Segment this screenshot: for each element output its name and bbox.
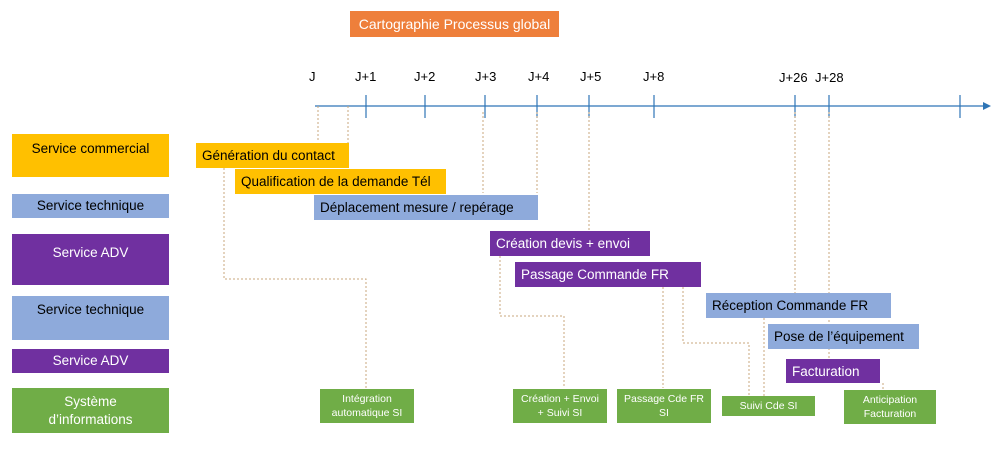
timeline-label-j1: J+1 xyxy=(355,69,377,84)
task-qualification-demande: Qualification de la demande Tél xyxy=(235,169,446,194)
connector-generation-to-integration xyxy=(223,168,367,388)
task-passage-commande: Passage Commande FR xyxy=(515,262,701,287)
si-integration-automatique: Intégration automatique SI xyxy=(320,389,414,423)
si-creation-envoi-suivi: Création + Envoi + Suivi SI xyxy=(513,389,607,423)
lane-service-adv-2: Service ADV xyxy=(12,349,169,373)
si-passage-cde-fr: Passage Cde FR SI xyxy=(617,389,711,423)
timeline-label-j26: J+26 xyxy=(779,70,808,85)
timeline-label-j5: J+5 xyxy=(580,69,602,84)
lane-service-technique-2: Service technique xyxy=(12,296,169,340)
lane-service-technique-1: Service technique xyxy=(12,194,169,218)
task-reception-commande: Réception Commande FR xyxy=(706,293,891,318)
task-generation-contact: Génération du contact xyxy=(196,143,349,168)
lane-service-commercial: Service commercial xyxy=(12,134,169,177)
timeline-label-j2: J+2 xyxy=(414,69,436,84)
connector-creation-to-si xyxy=(499,256,565,388)
task-pose-equipement: Pose de l’équipement xyxy=(768,324,919,349)
task-deplacement-mesure: Déplacement mesure / repérage xyxy=(314,195,538,220)
timeline-label-j28: J+28 xyxy=(815,70,844,85)
connector-passage-to-suivi xyxy=(682,287,750,396)
timeline-label-j8: J+8 xyxy=(643,69,665,84)
si-anticipation-facturation: Anticipation Facturation xyxy=(844,390,936,424)
si-suivi-cde: Suivi Cde SI xyxy=(722,396,815,416)
timeline-label-j: J xyxy=(309,69,316,84)
task-facturation: Facturation xyxy=(786,359,880,383)
diagram-title: Cartographie Processus global xyxy=(350,11,559,37)
timeline-label-j3: J+3 xyxy=(475,69,497,84)
lane-service-adv-1: Service ADV xyxy=(12,234,169,285)
timeline-arrow xyxy=(983,102,991,110)
task-creation-devis: Création devis + envoi xyxy=(490,231,650,256)
lane-systeme-informations: Système d’informations xyxy=(12,388,169,433)
timeline-label-j4: J+4 xyxy=(528,69,550,84)
